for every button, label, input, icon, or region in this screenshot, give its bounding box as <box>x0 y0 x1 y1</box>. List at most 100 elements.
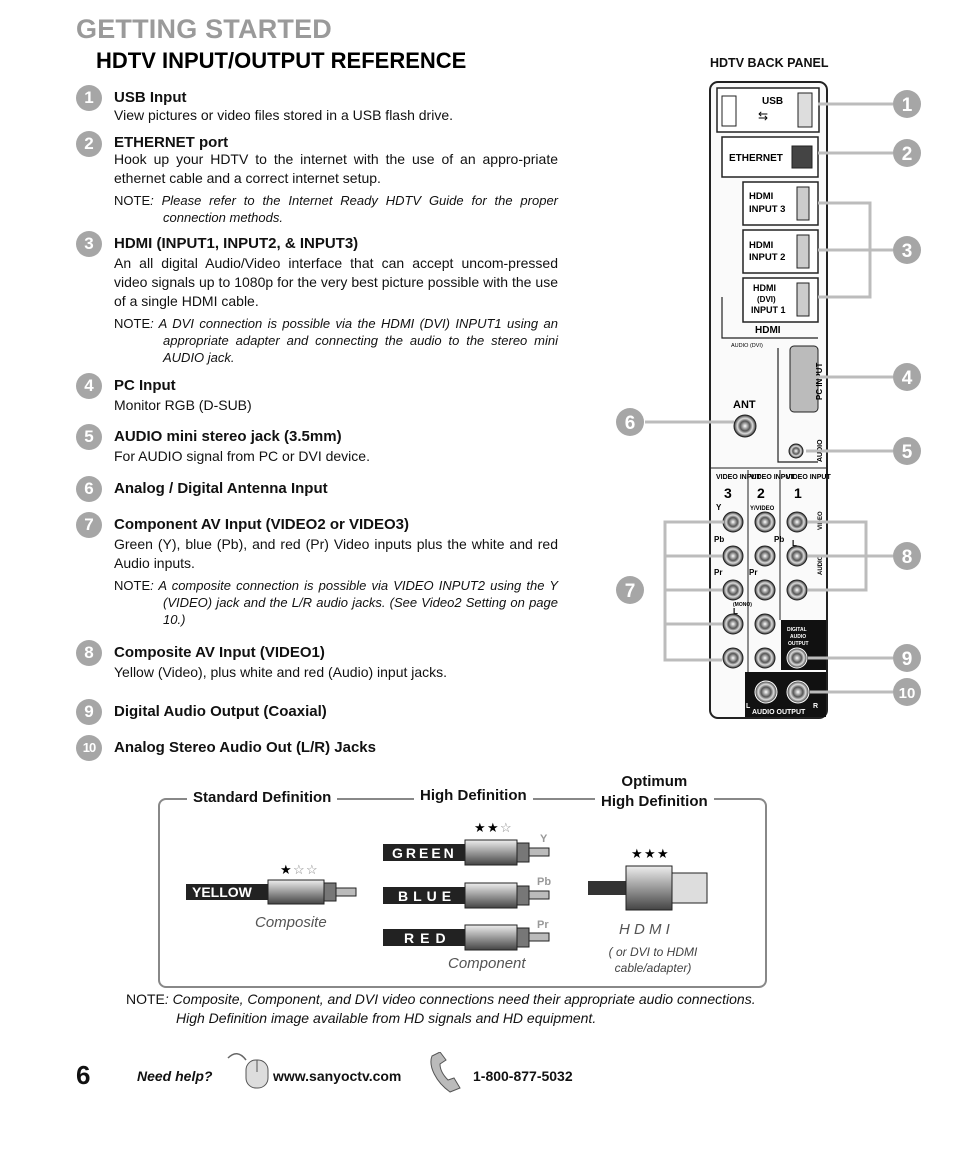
video3-label: VIDEO INPUT <box>716 474 761 481</box>
note-label: NOTE <box>114 193 151 208</box>
callout-3 <box>893 236 921 264</box>
item-description: Green (Y), blue (Pb), and red (Pr) Video… <box>114 536 558 571</box>
hdmi-star-2: ★ <box>644 846 656 861</box>
component-star-1: ★ <box>474 820 486 835</box>
pb-label-2: Pb <box>774 535 784 544</box>
standard-definition-label: Standard Definition <box>187 789 338 806</box>
need-help-text: Need help? <box>137 1068 213 1084</box>
component-pr-letter: Pr <box>537 919 549 931</box>
hdmi-caption-note: ( or DVI to HDMI cable/adapter) <box>596 944 710 976</box>
cable-illustrations: YELLOW ★ ☆ ☆ GREEN BLUE RED Y Pb Pr ★ ★ … <box>186 820 708 951</box>
item-title: PC Input <box>114 377 176 394</box>
video1-label: VIDEO INPUT <box>786 474 831 481</box>
video1-number: 1 <box>794 485 802 501</box>
digital-audio-label-2: AUDIO <box>790 634 806 640</box>
usb-icon-frame <box>721 95 737 127</box>
pr-label-2: Pr <box>749 568 757 577</box>
hdmi3-label-line1: HDMI <box>749 191 773 202</box>
optimum-line-2: High Definition <box>601 793 708 810</box>
pc-bracket <box>777 348 818 463</box>
jack-v3-y <box>722 511 744 533</box>
item-number: 6 <box>76 476 102 502</box>
website-link[interactable]: www.sanyoctv.com <box>273 1068 402 1084</box>
item-title: Analog / Digital Antenna Input <box>114 480 328 497</box>
note-text: : A DVI connection is possible via the H… <box>150 316 558 365</box>
note-text: : Please refer to the Internet Ready HDT… <box>150 193 558 225</box>
l-label-2: L <box>733 607 738 616</box>
ant-label: ANT <box>733 399 756 411</box>
video2-label: VIDEO INPUT <box>750 474 795 481</box>
callout-2 <box>893 139 921 167</box>
composite-cable: YELLOW <box>186 879 357 905</box>
item-note: NOTE: Please refer to the Internet Ready… <box>114 192 558 226</box>
hdmi-caption: H D M I <box>619 921 670 938</box>
hdmi2-port <box>796 234 810 269</box>
mono-label: (MONO) <box>733 602 752 608</box>
item-note: NOTE: A DVI connection is possible via t… <box>114 315 558 366</box>
callout-6-text: 6 <box>625 413 636 434</box>
footnote-line-2: High Definition image available from HD … <box>176 1010 597 1026</box>
footnote-line-1: : Composite, Component, and DVI video co… <box>164 991 756 1007</box>
item-description: Hook up your HDTV to the internet with t… <box>114 151 558 186</box>
callout-lines <box>645 102 893 694</box>
item-title: USB Input <box>114 89 187 106</box>
video3-number: 3 <box>724 485 732 501</box>
item-description: An all digital Audio/Video interface tha… <box>114 255 558 309</box>
jack-v3-audio-l <box>722 613 744 635</box>
hdmi-star-3: ★ <box>657 846 669 861</box>
item-ethernet-port: 2 ETHERNET port Hook up your HDTV to the… <box>76 131 558 226</box>
jack-v2-audio-r <box>754 647 776 669</box>
jack-v1-r <box>786 579 808 601</box>
page-heading: HDTV INPUT/OUTPUT REFERENCE <box>96 48 467 73</box>
callout-1-text: 1 <box>902 95 913 116</box>
component-caption: Component <box>448 955 526 972</box>
item-number: 9 <box>76 699 102 725</box>
audio-output-label: AUDIO OUTPUT <box>752 709 806 716</box>
jack-v3-audio-r <box>722 647 744 669</box>
callout-4-text: 4 <box>902 368 913 389</box>
hdmi-note-line-2: cable/adapter) <box>614 961 692 975</box>
back-panel-diagram: USB ⇆ ETHERNET HDMI INPUT 3 HDMI INPUT 2… <box>616 81 921 719</box>
mouse-icon <box>227 1053 269 1089</box>
red-cable-text: RED <box>404 930 452 946</box>
composite-star-1: ★ <box>280 862 292 877</box>
pb-label: Pb <box>714 535 724 544</box>
item-pc-input: 4 PC Input Monitor RGB (D-SUB) <box>76 373 558 415</box>
audio-out-l-jack <box>754 680 778 704</box>
phone-number[interactable]: 1-800-877-5032 <box>473 1068 573 1084</box>
callout-7 <box>616 576 644 604</box>
callout-3-text: 3 <box>902 241 913 262</box>
jack-v1-video <box>786 511 808 533</box>
note-text: : A composite connection is possible via… <box>150 578 558 627</box>
item-hdmi: 3 HDMI (INPUT1, INPUT2, & INPUT3) An all… <box>76 231 558 366</box>
video1-audio-label: AUDIO <box>818 555 824 575</box>
callout-5 <box>893 437 921 465</box>
callout-2-text: 2 <box>902 144 913 165</box>
jack-v3-pb <box>722 545 744 567</box>
usb-symbol-icon: ⇆ <box>758 109 768 123</box>
item-number: 4 <box>76 373 102 399</box>
hdmi2-label-line2: INPUT 2 <box>749 252 785 263</box>
pr-label: Pr <box>714 568 722 577</box>
audio-out-l-label: L <box>746 703 751 710</box>
digital-audio-label-1: DIGITAL <box>787 627 807 633</box>
yvideo-label: Y/VIDEO <box>750 506 775 512</box>
item-description: Yellow (Video), plus white and red (Audi… <box>114 664 448 680</box>
item-composite-av: 8 Composite AV Input (VIDEO1) Yellow (Vi… <box>76 640 558 682</box>
item-audio-mini-jack: 5 AUDIO mini stereo jack (3.5mm) For AUD… <box>76 424 558 466</box>
callout-badges: 1 2 3 4 5 6 7 8 9 10 <box>616 90 921 706</box>
high-definition-label: High Definition <box>414 787 533 804</box>
callout-4 <box>893 363 921 391</box>
audio-out-r-label: R <box>813 703 818 710</box>
phone-icon <box>430 1052 461 1093</box>
hdmi1-label-line2: (DVI) <box>757 295 776 304</box>
hdmi-star-1: ★ <box>631 846 643 861</box>
back-panel-label: HDTV BACK PANEL <box>710 56 829 70</box>
item-number: 10 <box>76 735 102 761</box>
usb-port <box>797 92 813 128</box>
audio-dvi-label: AUDIO (DVI) <box>731 343 763 349</box>
hdmi3-port <box>796 186 810 221</box>
audio-out-r-jack <box>786 680 810 704</box>
pc-input-port <box>789 345 819 413</box>
optimum-line-1: Optimum <box>621 773 688 790</box>
